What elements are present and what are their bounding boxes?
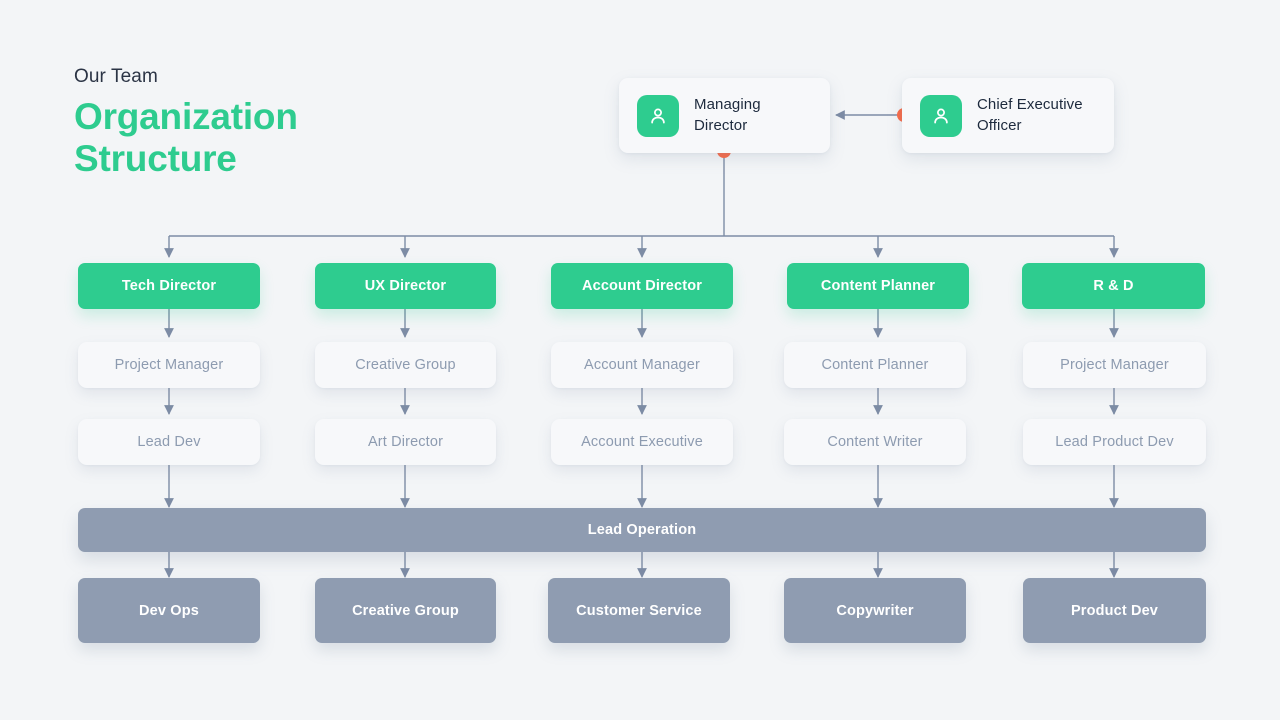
node-director-5[interactable]: R & D <box>1022 263 1205 309</box>
node-label: Account Director <box>581 278 703 294</box>
page-title-line-2: Structure <box>74 137 237 179</box>
node-level5-1[interactable]: Dev Ops <box>78 578 260 643</box>
node-label: Lead Dev <box>137 434 201 450</box>
node-label: Creative Group <box>352 602 459 619</box>
user-icon <box>920 94 962 137</box>
node-director-4[interactable]: Content Planner <box>787 263 969 309</box>
node-label: Art Director <box>367 434 444 450</box>
node-director-1[interactable]: Tech Director <box>78 263 260 309</box>
node-level3-1[interactable]: Lead Dev <box>78 419 260 465</box>
node-label: Account Executive <box>581 434 703 450</box>
node-level2-3[interactable]: Account Manager <box>551 342 733 388</box>
exec-card-chief-executive-officer[interactable]: Chief Executive Officer <box>902 78 1114 153</box>
node-level5-5[interactable]: Product Dev <box>1023 578 1206 643</box>
page-title-line-1: Organization <box>74 95 298 137</box>
node-label: Product Dev <box>1070 602 1159 619</box>
node-label: Tech Director <box>121 278 217 294</box>
node-label: Account Manager <box>584 357 700 373</box>
node-level3-2[interactable]: Art Director <box>315 419 496 465</box>
node-label: Customer Service <box>576 602 702 619</box>
node-level2-4[interactable]: Content Planner <box>784 342 966 388</box>
node-label: Project Manager <box>1060 357 1169 373</box>
node-label: Content Writer <box>827 434 923 450</box>
node-level2-2[interactable]: Creative Group <box>315 342 496 388</box>
node-label: Lead Product Dev <box>1055 434 1174 450</box>
node-director-2[interactable]: UX Director <box>315 263 496 309</box>
node-label: Creative Group <box>355 357 456 373</box>
node-level2-1[interactable]: Project Manager <box>78 342 260 388</box>
node-level5-3[interactable]: Customer Service <box>548 578 730 643</box>
node-label: Copywriter <box>836 602 914 619</box>
exec-label-managing-director: Managing Director <box>694 96 761 134</box>
page-title: Organization Structure <box>74 96 298 180</box>
node-level3-5[interactable]: Lead Product Dev <box>1023 419 1206 465</box>
user-icon <box>637 94 679 137</box>
node-level3-3[interactable]: Account Executive <box>551 419 733 465</box>
exec-card-managing-director[interactable]: Managing Director <box>619 78 830 153</box>
node-label: R & D <box>1093 278 1134 294</box>
node-shared-lead-operation[interactable]: Lead Operation <box>78 508 1206 552</box>
exec-label-chief-executive-officer: Chief Executive Officer <box>977 96 1083 134</box>
node-label: Content Planner <box>820 278 936 294</box>
heading-eyebrow: Our Team <box>74 66 158 87</box>
node-level5-4[interactable]: Copywriter <box>784 578 966 643</box>
node-label: Lead Operation <box>587 522 697 538</box>
page-heading: Our Team Organization Structure <box>74 66 298 179</box>
node-label: Project Manager <box>114 357 224 373</box>
node-director-3[interactable]: Account Director <box>551 263 733 309</box>
node-level2-5[interactable]: Project Manager <box>1023 342 1206 388</box>
node-level3-4[interactable]: Content Writer <box>784 419 966 465</box>
node-label: Dev Ops <box>139 602 199 619</box>
node-label: UX Director <box>364 278 447 294</box>
node-level5-2[interactable]: Creative Group <box>315 578 496 643</box>
node-label: Content Planner <box>821 357 929 373</box>
